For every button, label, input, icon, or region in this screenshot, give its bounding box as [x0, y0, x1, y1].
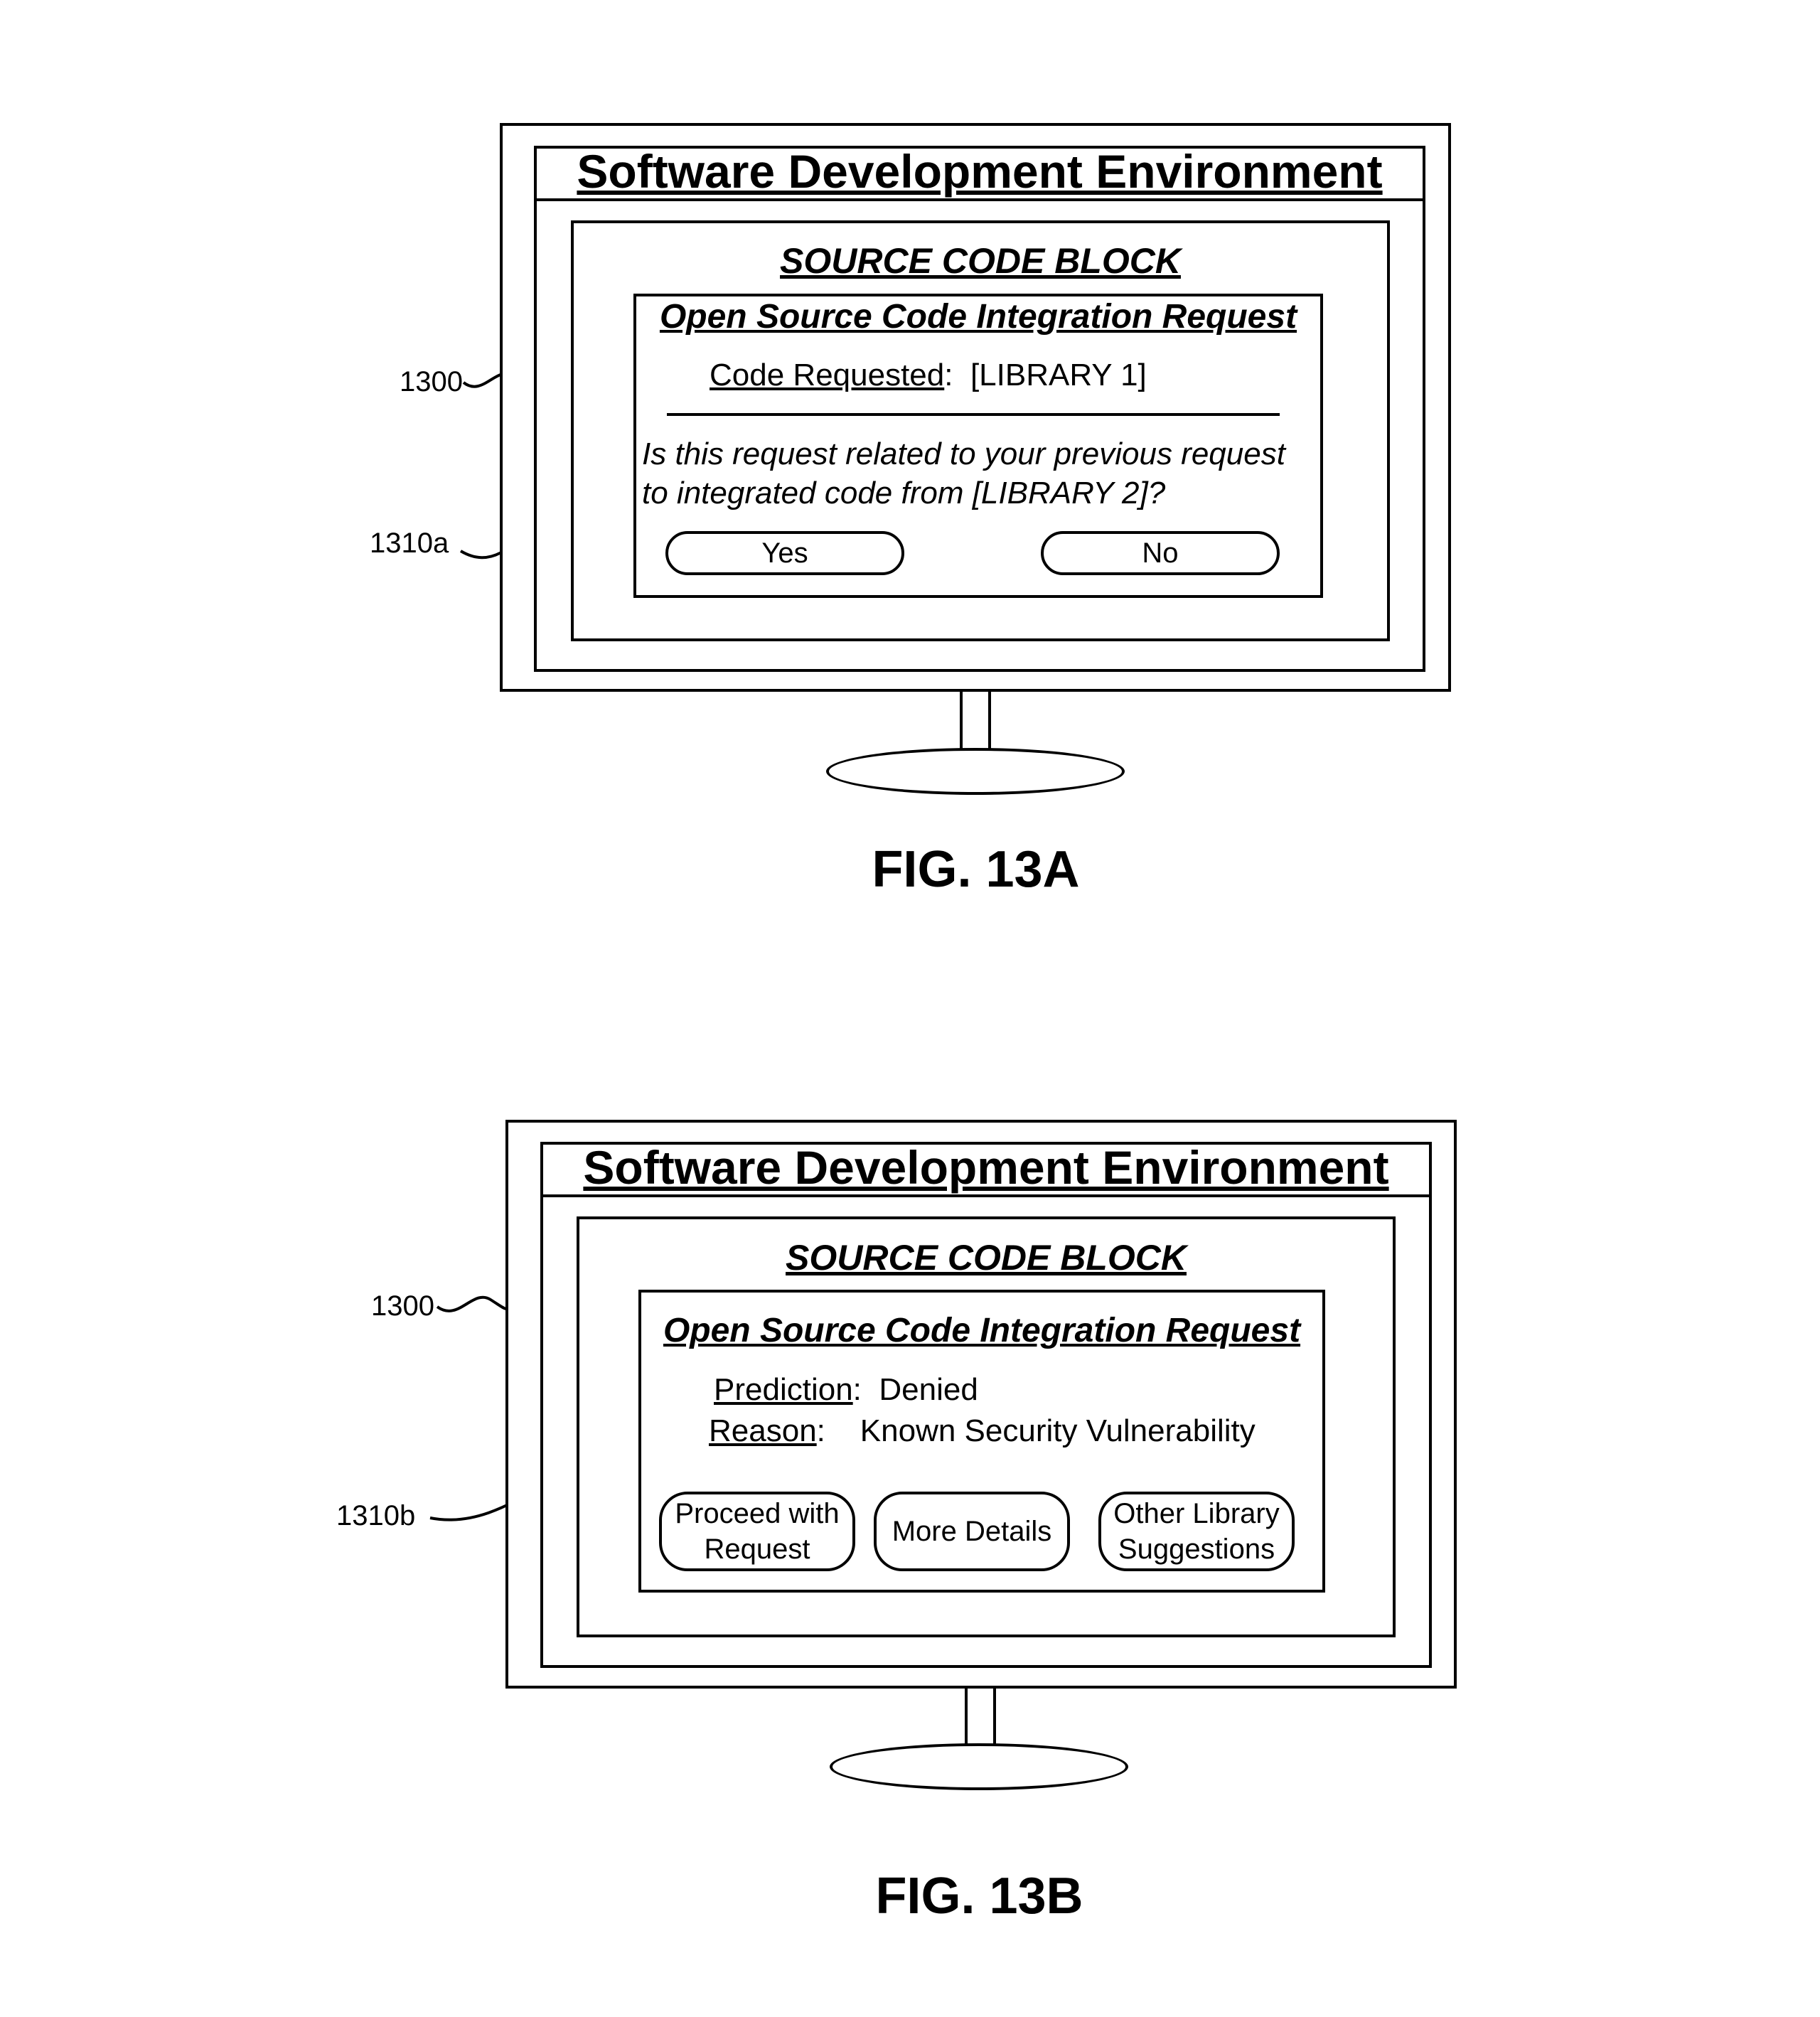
reason-value: Known Security Vulnerability: [860, 1413, 1256, 1448]
ref-label-1310b: 1310b: [336, 1500, 416, 1531]
monitor-base: [826, 748, 1125, 795]
button-label-line-1: Proceed with: [675, 1498, 840, 1529]
dialog-divider: [667, 413, 1280, 416]
colon: :: [852, 1372, 879, 1407]
colon: :: [944, 358, 970, 392]
ref-label-1300: 1300: [400, 366, 463, 397]
more-details-button[interactable]: More Details: [874, 1492, 1070, 1571]
dialog-title: Open Source Code Integration Request: [663, 1312, 1301, 1349]
button-label-line-1: Other Library: [1113, 1498, 1280, 1529]
button-label-line-2: Suggestions: [1118, 1534, 1275, 1565]
figure-label-13a: FIG. 13A: [872, 841, 1080, 898]
leader-1300-b: [436, 1295, 513, 1312]
reason-row: Reason: Known Security Vulnerability: [709, 1413, 1256, 1449]
question-line-1: Is this request related to your previous…: [642, 437, 1285, 471]
no-button[interactable]: No: [1041, 531, 1280, 575]
source-code-block-title: SOURCE CODE BLOCK: [780, 241, 1181, 281]
reason-label: Reason: [709, 1413, 817, 1448]
title-bar-divider: [540, 1194, 1432, 1197]
source-code-block-title: SOURCE CODE BLOCK: [786, 1238, 1187, 1278]
figure-label-13b: FIG. 13B: [875, 1868, 1083, 1925]
colon: :: [816, 1413, 860, 1448]
ref-label-1310a: 1310a: [370, 528, 449, 559]
code-requested-value: [LIBRARY 1]: [970, 358, 1147, 392]
window-title: Software Development Environment: [577, 145, 1383, 198]
ref-label-1300-b: 1300: [371, 1290, 434, 1322]
monitor-base: [830, 1743, 1128, 1790]
prediction-value: Denied: [879, 1372, 978, 1407]
button-label-line-2: Request: [704, 1534, 810, 1565]
code-requested-row: Code Requested: [LIBRARY 1]: [710, 358, 1147, 393]
question-line-2: to integrated code from [LIBRARY 2]?: [642, 476, 1166, 510]
dialog-title: Open Source Code Integration Request: [659, 298, 1297, 336]
prediction-label: Prediction: [714, 1372, 853, 1407]
prediction-row: Prediction: Denied: [714, 1372, 978, 1408]
window-title: Software Development Environment: [583, 1141, 1389, 1194]
code-requested-label: Code Requested: [710, 358, 945, 392]
yes-button[interactable]: Yes: [665, 531, 904, 575]
title-bar-divider: [534, 198, 1425, 201]
